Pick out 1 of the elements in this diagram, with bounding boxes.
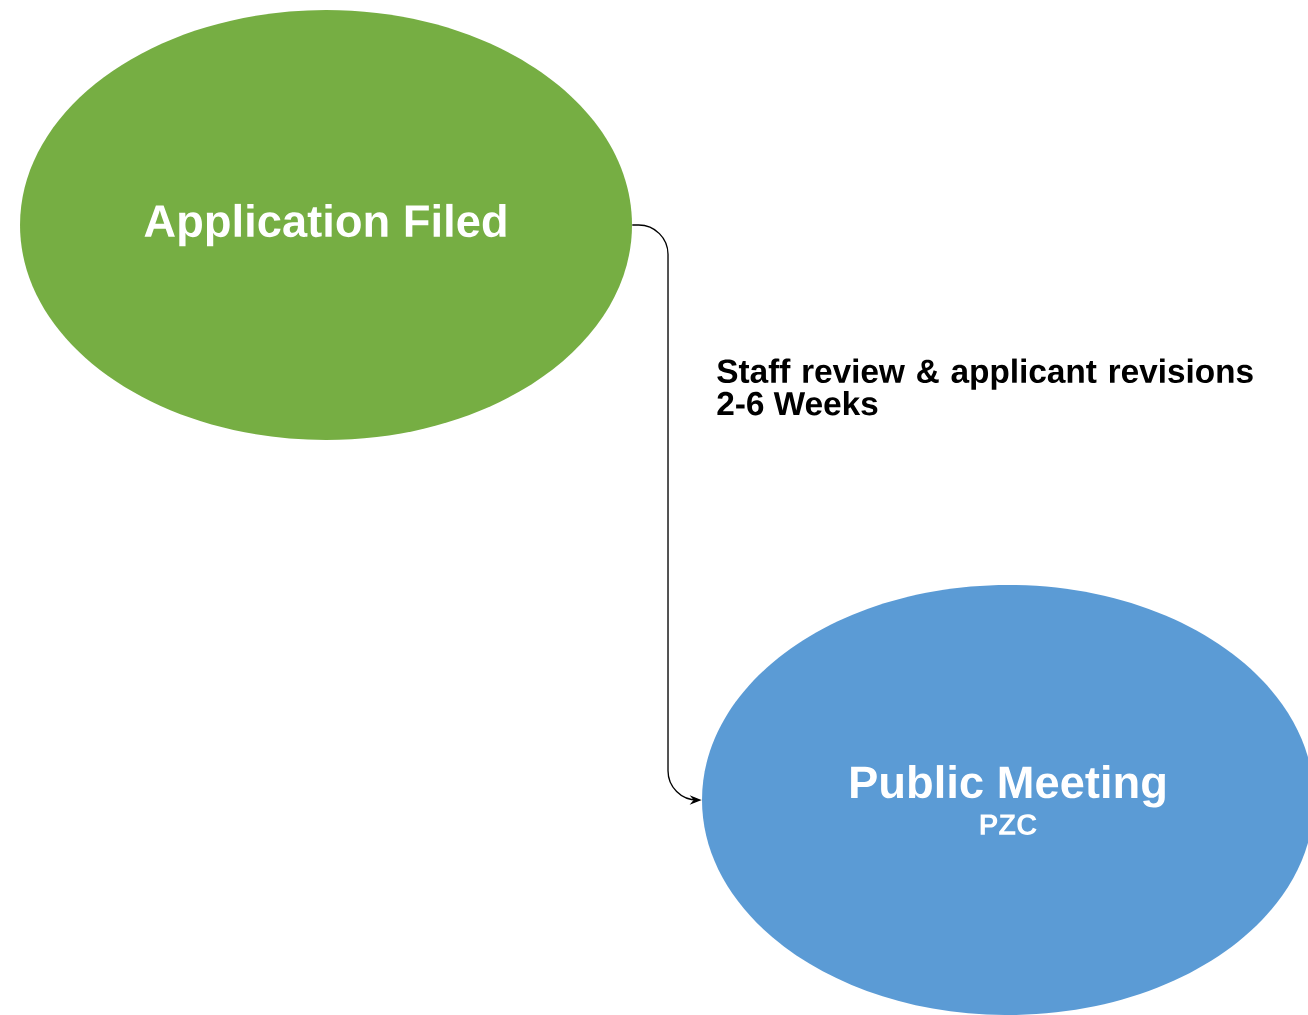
edge-label: Staff review & applicant revisions 2-6 Weeks bbox=[717, 358, 1253, 416]
